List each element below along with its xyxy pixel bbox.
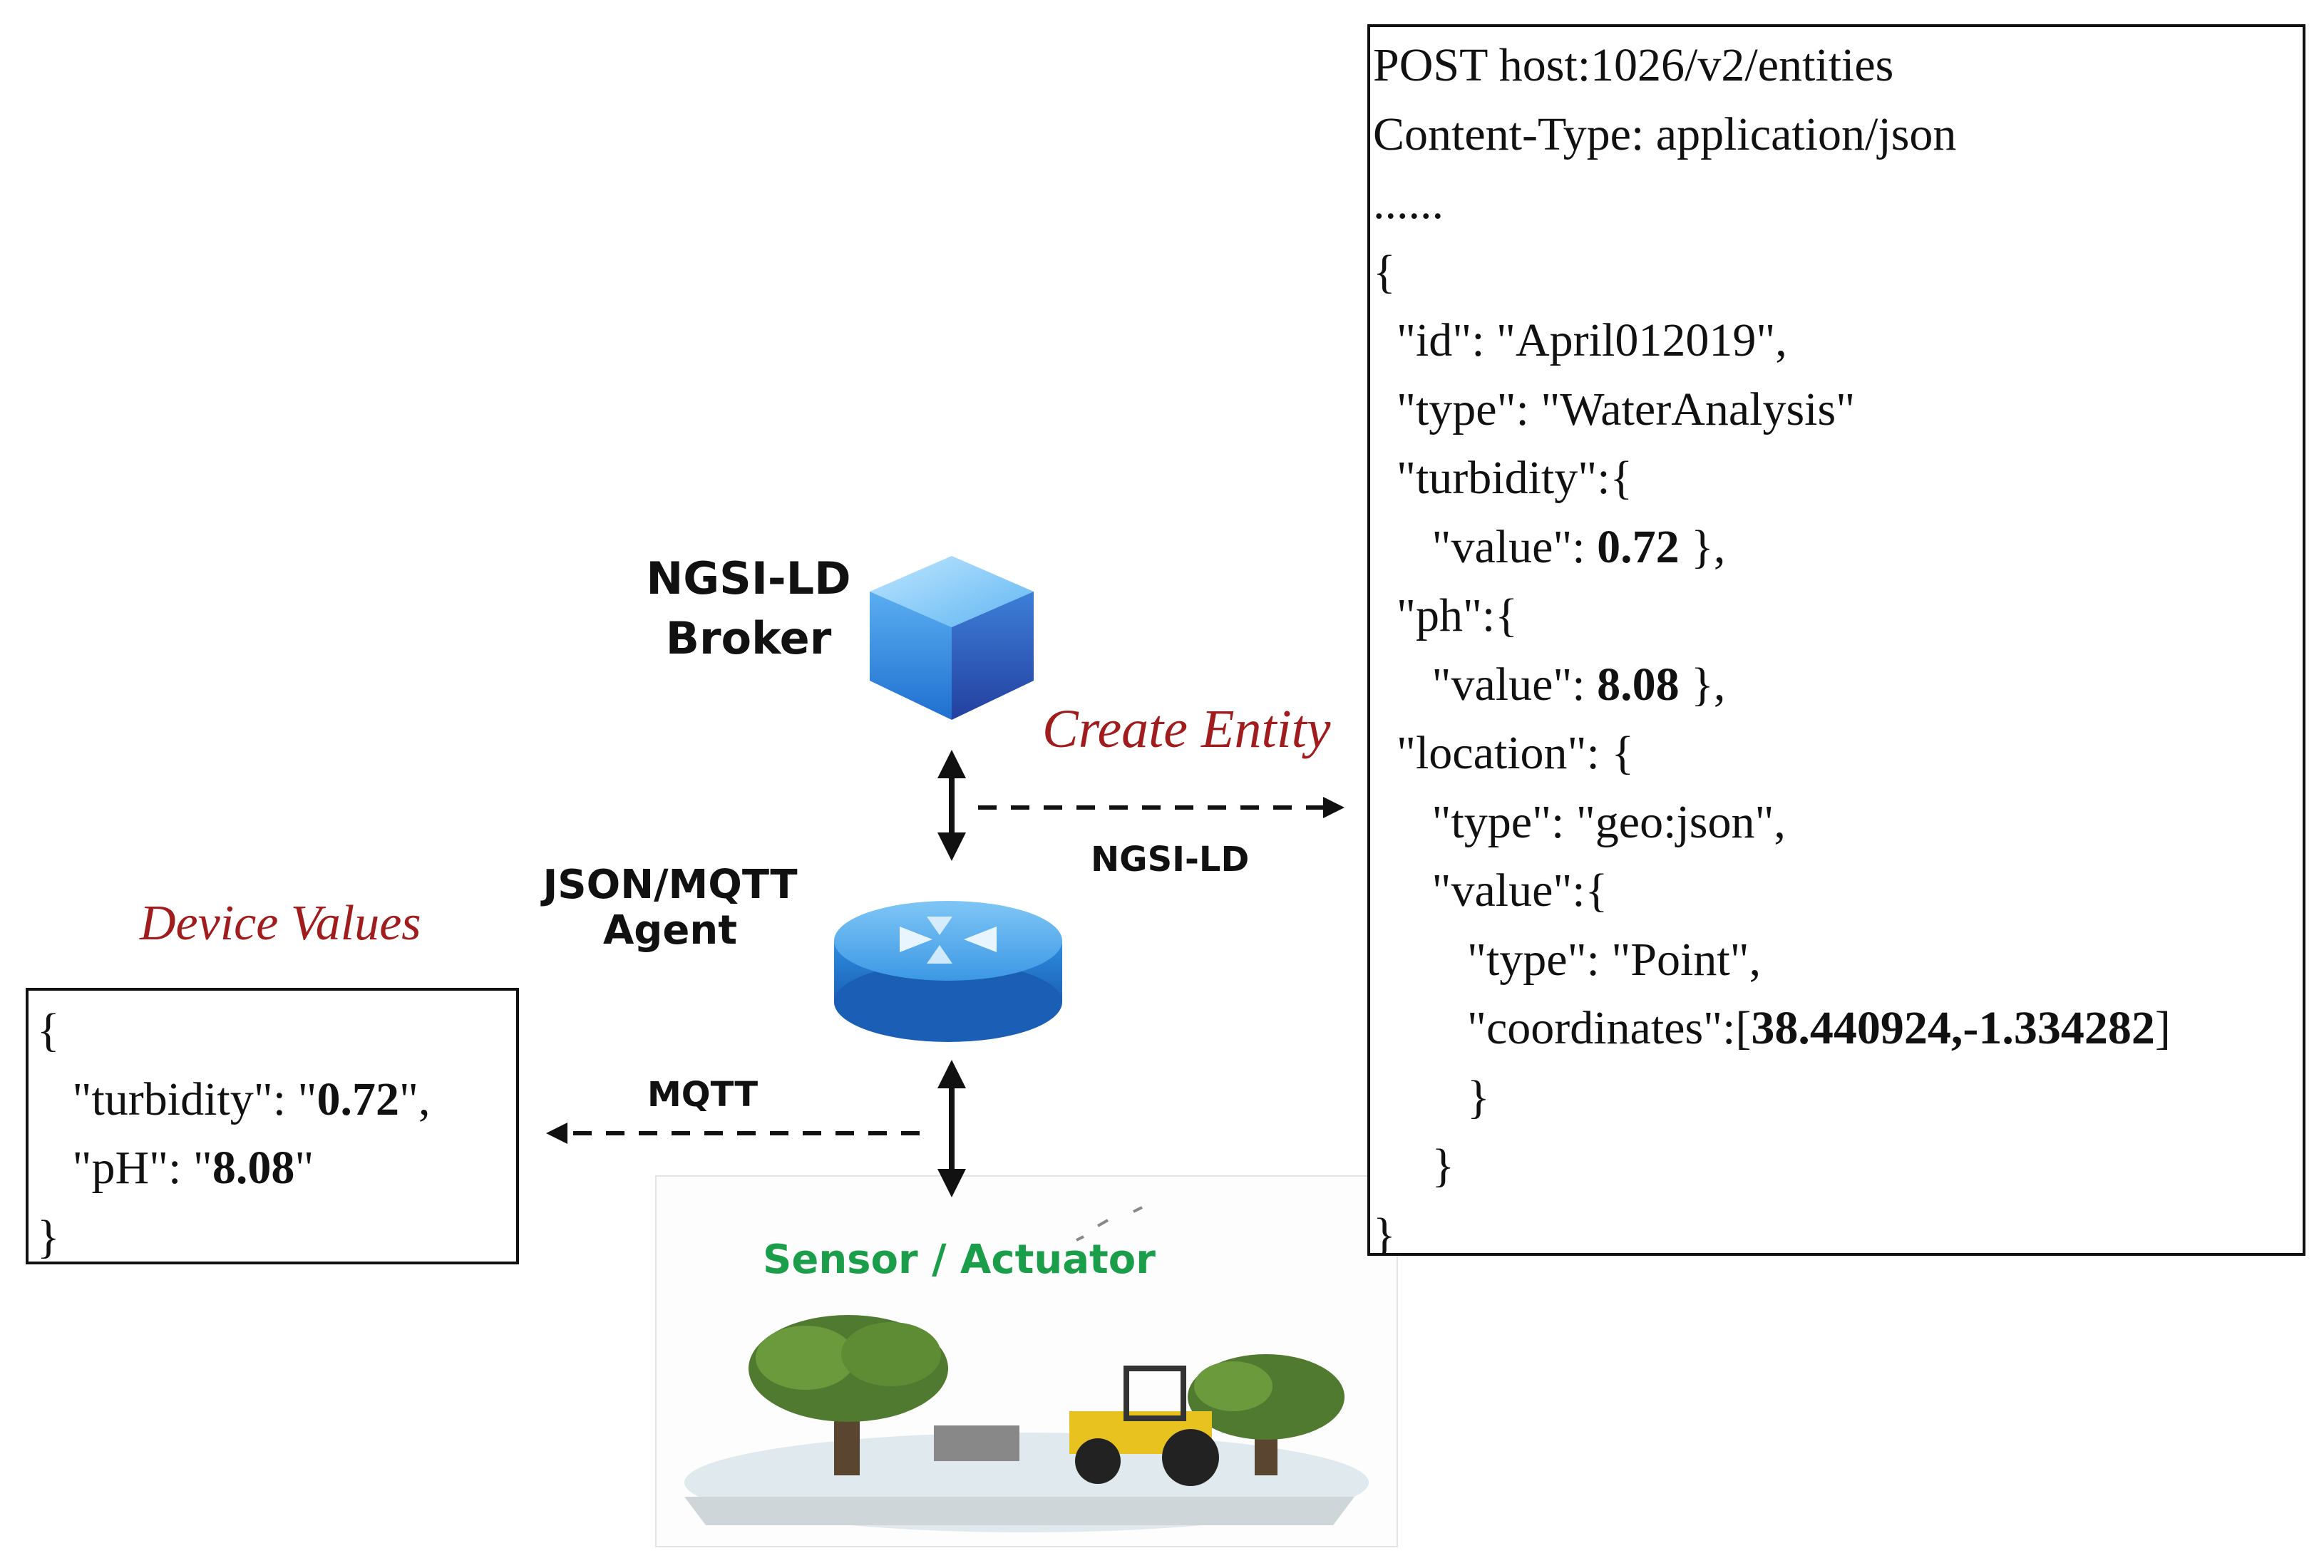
code-line: } xyxy=(37,1210,60,1263)
code-line: { xyxy=(37,1004,60,1056)
agent-label-line2: Agent xyxy=(602,907,738,954)
code-value: 38.440924,-1.334282 xyxy=(1751,1002,2155,1054)
code-line: "turbidity":{ xyxy=(1373,452,1633,504)
broker-label: NGSI-LD Broker xyxy=(613,549,884,669)
code-line: } xyxy=(1373,1208,1396,1256)
mqtt-protocol-label: MQTT xyxy=(647,1075,759,1115)
device-payload-box: { "turbidity": "0.72", "pH": "8.08"} xyxy=(26,988,519,1264)
code-line: "location": { xyxy=(1373,727,1634,779)
code-line: } xyxy=(1373,1071,1490,1123)
code-line: "type": "geo:json", xyxy=(1373,795,1786,848)
code-value: 0.72 xyxy=(1597,520,1680,573)
code-line: Content-Type: application/json xyxy=(1373,108,1957,160)
sensor-actuator-label: Sensor / Actuator xyxy=(763,1237,1156,1283)
code-line: "pH": "8.08" xyxy=(37,1134,516,1203)
code-line: "coordinates":[38.440924,-1.334282] xyxy=(1373,994,2303,1063)
code-text: "turbidity": " xyxy=(37,1073,317,1125)
code-text: "coordinates":[ xyxy=(1373,1002,1752,1054)
router-icon xyxy=(834,901,1062,1042)
code-line: "id": "April012019", xyxy=(1373,314,1787,366)
cube-icon xyxy=(870,556,1034,720)
ngsi-protocol-label: NGSI-LD xyxy=(1091,840,1250,880)
code-line: "type": "WaterAnalysis" xyxy=(1373,383,1856,435)
code-line: "value":{ xyxy=(1373,865,1608,917)
code-line: "type": "Point", xyxy=(1373,933,1762,986)
code-line: "value": 8.08 }, xyxy=(1373,651,2303,720)
code-text: ] xyxy=(2154,1002,2171,1054)
agent-label-line1: JSON/MQTT xyxy=(543,862,798,908)
code-text: "value": xyxy=(1373,658,1598,711)
code-line: ...... xyxy=(1373,177,1444,229)
device-values-label: Device Values xyxy=(140,896,421,951)
agent-label: JSON/MQTT Agent xyxy=(513,862,827,954)
code-line: "ph":{ xyxy=(1373,589,1518,641)
create-entity-label: Create Entity xyxy=(1042,699,1331,759)
broker-label-line2: Broker xyxy=(665,612,832,664)
code-line: { xyxy=(1373,245,1396,298)
code-line: "value": 0.72 }, xyxy=(1373,513,2303,582)
code-value: 8.08 xyxy=(1597,658,1680,711)
code-text: }, xyxy=(1679,520,1726,573)
code-line: POST host:1026/v2/entities xyxy=(1373,39,1894,91)
code-value: 0.72 xyxy=(317,1073,400,1125)
code-text: "pH": " xyxy=(37,1142,212,1194)
code-text: }, xyxy=(1679,658,1726,711)
code-line: "turbidity": "0.72", xyxy=(37,1066,516,1135)
broker-label-line1: NGSI-LD xyxy=(646,552,851,604)
code-value: 8.08 xyxy=(212,1142,295,1194)
code-text: " xyxy=(294,1142,314,1194)
field-scene-icon xyxy=(655,1175,1398,1547)
code-text: "value": xyxy=(1373,520,1598,573)
code-line: } xyxy=(1373,1140,1455,1192)
code-text: ", xyxy=(399,1073,431,1125)
